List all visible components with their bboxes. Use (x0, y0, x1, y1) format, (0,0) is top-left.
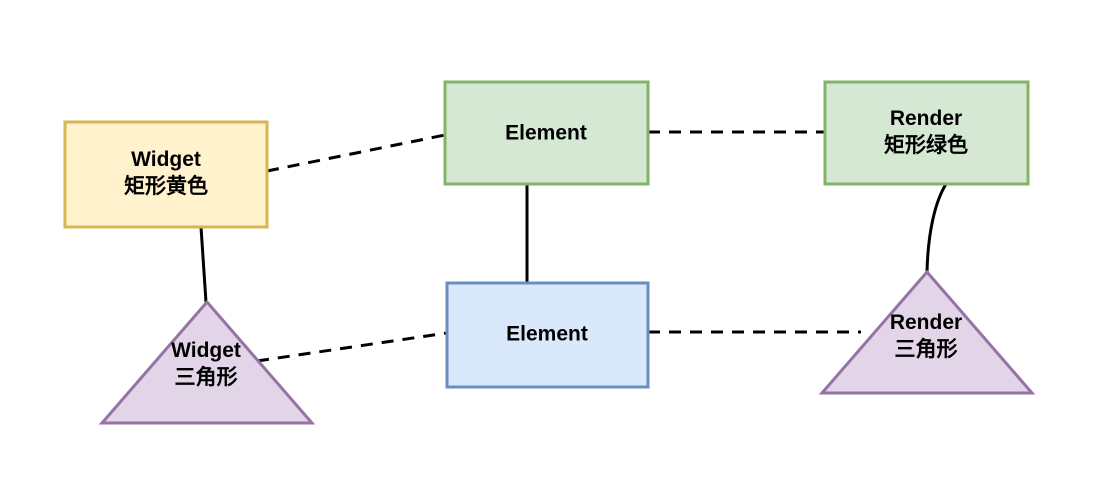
render-rect-node (823, 80, 1030, 186)
edge-layer (199, 130, 948, 363)
render-triangle-node (818, 269, 1036, 395)
widget-triangle-node (98, 299, 316, 425)
edge-renderrect-rendertriangle (925, 183, 948, 273)
element-top-node (443, 80, 650, 186)
widget-rect-node (63, 120, 269, 229)
edge-widgetrect-widgettriangle (199, 226, 208, 303)
edge-widgetrect-elementtop (266, 133, 446, 173)
edge-widgettriangle-elementbottom (256, 331, 448, 363)
element-bottom-node (445, 281, 650, 389)
